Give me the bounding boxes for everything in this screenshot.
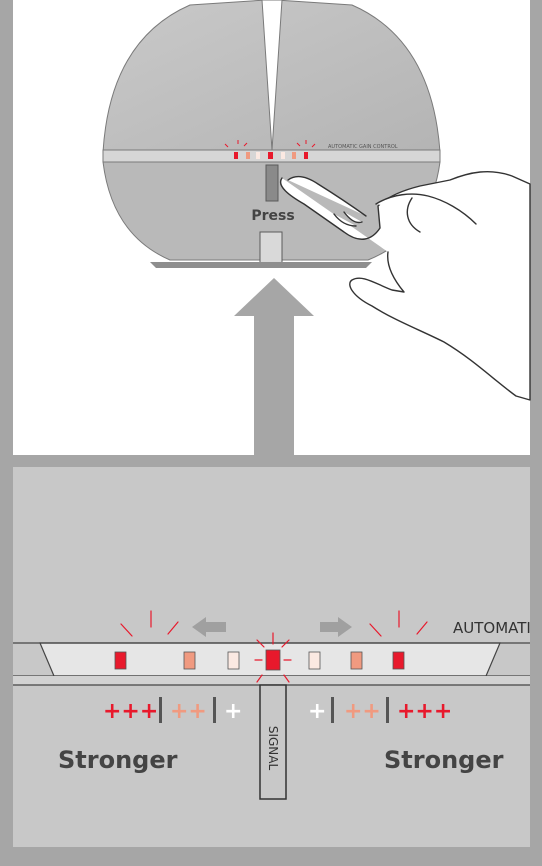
press-label: Press <box>251 208 294 224</box>
blink-rays <box>120 610 428 683</box>
right-direction-arrow <box>320 617 352 637</box>
left-medium-marker: ++ <box>170 699 207 724</box>
right-strength-scale: + ++ +++ <box>308 697 452 724</box>
left-weak-marker: + <box>224 699 242 724</box>
signal-label: SIGNAL <box>266 726 280 771</box>
up-arrow <box>234 278 314 455</box>
right-stronger-caption: Stronger <box>384 746 504 774</box>
led-center <box>265 649 281 671</box>
device-label: AUTOMATIC GAIN CONTROL <box>328 144 398 150</box>
led-left-weak <box>227 651 240 670</box>
led-indicator-row <box>114 649 405 671</box>
led-left-medium <box>183 651 196 670</box>
top-panel: AUTOMATIC GAIN CONTROL Press <box>13 0 531 455</box>
signal-switch <box>265 164 279 202</box>
led-right-weak <box>308 651 321 670</box>
hand-illustration <box>279 171 531 401</box>
device-led-row <box>224 140 316 159</box>
bottom-panel: AUTOMATI SIGNAL +++ ++ + + ++ +++ Strong… <box>13 467 531 847</box>
automatic-label: AUTOMATI <box>453 619 531 637</box>
signal-switch-tab: SIGNAL <box>259 684 287 800</box>
right-medium-marker: ++ <box>344 699 381 724</box>
right-weak-marker: + <box>308 699 326 724</box>
left-strength-scale: +++ ++ + <box>103 697 242 724</box>
right-strong-marker: +++ <box>397 699 452 724</box>
left-stronger-caption: Stronger <box>58 746 178 774</box>
device-illustration: AUTOMATIC GAIN CONTROL <box>102 0 441 268</box>
led-right-strong <box>392 651 405 670</box>
led-right-medium <box>350 651 363 670</box>
led-left-strong <box>114 651 127 670</box>
left-strong-marker: +++ <box>103 699 158 724</box>
left-direction-arrow <box>192 617 226 637</box>
